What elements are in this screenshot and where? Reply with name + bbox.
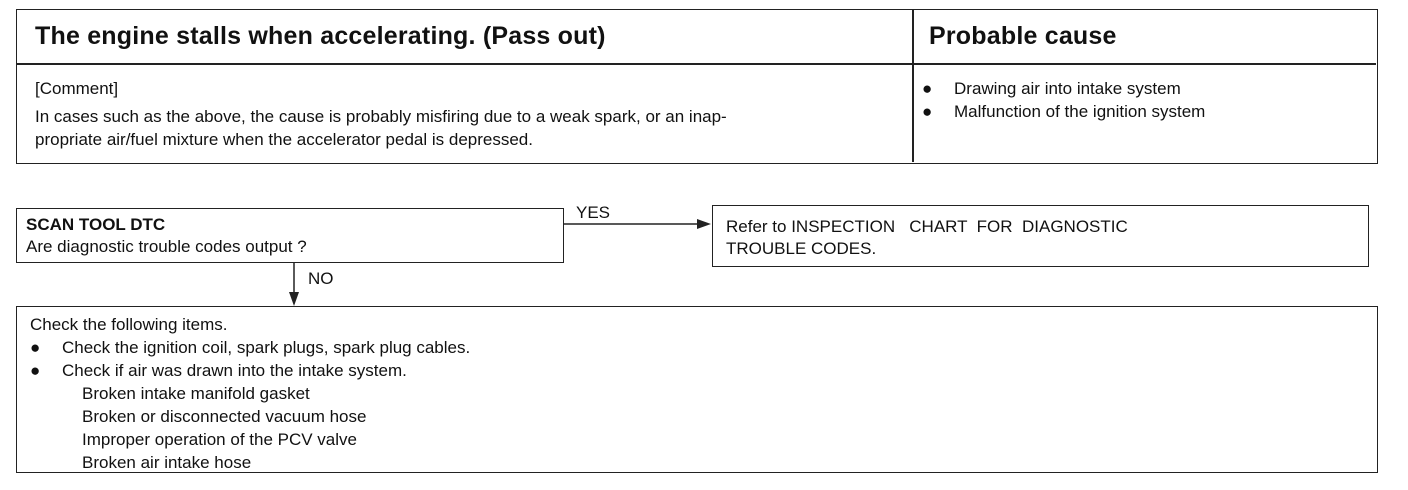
cause-item: ● Malfunction of the ignition system [922, 100, 1205, 123]
yes-label: YES [576, 203, 611, 222]
symptom-table: The engine stalls when accelerating. (Pa… [16, 9, 1378, 164]
no-label: NO [308, 269, 334, 288]
table-header-divider [17, 63, 1376, 65]
check-item-text: Check the ignition coil, spark plugs, sp… [62, 338, 471, 357]
check-items-box: Check the following items. ● Check the ig… [16, 306, 1378, 473]
sub-item: Broken air intake hose [82, 453, 252, 472]
comment-label: [Comment] [35, 79, 119, 98]
refer-line-2: TROUBLE CODES. [726, 239, 877, 258]
bullet-icon: ● [30, 338, 41, 357]
symptom-title: The engine stalls when accelerating. (Pa… [35, 22, 606, 50]
bullet-icon: ● [30, 361, 41, 380]
cause-text: Malfunction of the ignition system [954, 102, 1206, 121]
sub-item: Broken or disconnected vacuum hose [82, 407, 367, 426]
check-item: ● Check the ignition coil, spark plugs, s… [30, 336, 470, 359]
dtc-question: Are diagnostic trouble codes output ? [26, 237, 307, 256]
cause-text: Drawing air into intake system [954, 79, 1181, 98]
probable-cause-header: Probable cause [929, 22, 1117, 50]
scan-tool-title: SCAN TOOL DTC [26, 215, 166, 234]
check-item: ● Check if air was drawn into the intake … [30, 359, 407, 382]
sub-item: Broken intake manifold gasket [82, 384, 310, 403]
table-column-divider [912, 10, 914, 162]
cause-item: ● Drawing air into intake system [922, 77, 1181, 100]
sub-item: Improper operation of the PCV valve [82, 430, 357, 449]
no-arrow-icon [289, 262, 299, 306]
comment-line-1: In cases such as the above, the cause is… [35, 107, 727, 126]
check-item-text: Check if air was drawn into the intake s… [62, 361, 407, 380]
refer-box: Refer to INSPECTION CHART FOR DIAGNOSTIC… [712, 205, 1369, 267]
scan-tool-dtc-box: SCAN TOOL DTC Are diagnostic trouble cod… [16, 208, 564, 263]
bullet-icon: ● [922, 102, 933, 121]
bullet-icon: ● [922, 79, 933, 98]
check-intro: Check the following items. [30, 315, 228, 334]
comment-line-2: propriate air/fuel mixture when the acce… [35, 130, 533, 149]
refer-line-1: Refer to INSPECTION CHART FOR DIAGNOSTIC [726, 217, 1128, 236]
yes-arrow-icon [563, 219, 711, 229]
